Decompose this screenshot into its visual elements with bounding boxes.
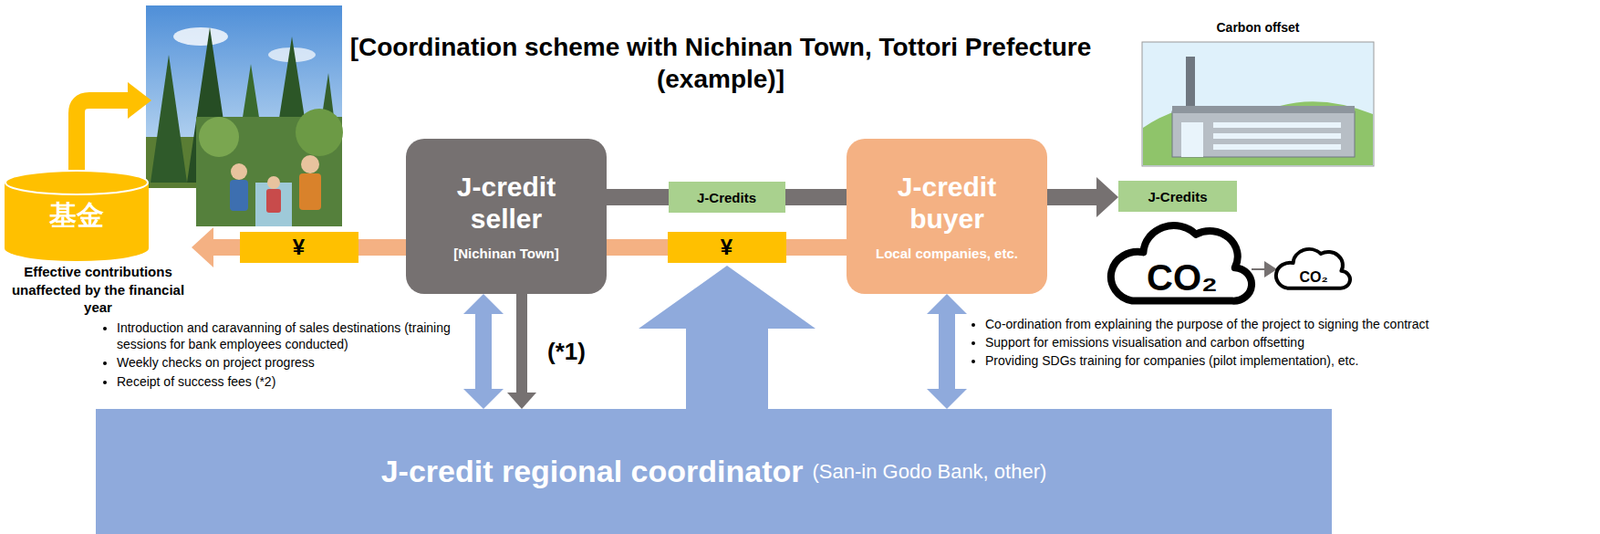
node-title: J-credit seller [433, 171, 580, 235]
fund-arrow-head [127, 82, 152, 119]
seller-box: J-credit seller [Nichinan Town] [405, 138, 607, 294]
node-subtitle: Local companies, etc. [875, 245, 1019, 261]
factory-frame [1142, 41, 1374, 167]
cloud-outline [1111, 225, 1252, 302]
node-subtitle: (San-in Godo Bank, other) [812, 459, 1048, 484]
cylinder-top [5, 170, 148, 195]
bullet-note: Support for emissions visualisation and … [985, 333, 1588, 351]
node-title: 基金 [4, 197, 149, 235]
node-title: J-credit regional coordinator [381, 453, 804, 489]
factory-window [1213, 122, 1341, 128]
node-subtitle: Effective contributions unaffected by th… [4, 262, 192, 317]
bullet-note: Introduction and caravanning of sales de… [116, 319, 455, 353]
photo-tree [150, 54, 188, 183]
photo-cloud [173, 27, 229, 46]
photo-foliage [295, 108, 343, 156]
factory-door [1181, 122, 1204, 157]
node-title: J-Credits [1147, 188, 1207, 205]
picture-caption: Carbon offset [1184, 20, 1331, 35]
flow-arrow [475, 313, 492, 389]
seller-support-list: Introduction and caravanning of sales de… [98, 319, 455, 392]
buyer-support-list: Co-ordination from explaining the purpos… [966, 315, 1588, 372]
cloud-outline [1276, 249, 1351, 289]
photo-person [301, 155, 320, 174]
fund-cylinder: 基金 Effective contributions unaffected by … [4, 169, 192, 317]
edge-label: ¥ [239, 231, 359, 263]
factory-roof [1172, 105, 1355, 114]
node-title: J-credit buyer [873, 171, 1020, 235]
flow-arrow [1251, 268, 1265, 271]
fund-arrow [76, 82, 152, 179]
buyer-box: J-credit buyerLocal companies, etc. [846, 138, 1048, 294]
factory-hills [1142, 101, 1373, 166]
co2-cloud: CO₂ [1112, 206, 1252, 309]
edge-label: (*1) [543, 335, 590, 368]
flow-arrow [1047, 188, 1097, 206]
node-title: CO₂ [1112, 259, 1252, 296]
photo-person [267, 176, 281, 189]
bullet-note: Providing SDGs training for companies (p… [985, 352, 1588, 369]
node-title: CO₂ [1277, 270, 1351, 285]
factory-picture [1142, 41, 1374, 167]
flow-arrow [516, 293, 528, 393]
diagram-title: [Coordination scheme with Nichinan Town,… [319, 31, 1123, 95]
photo-person [299, 173, 322, 210]
fund-arrow-shaft [76, 100, 128, 179]
photo-person [229, 179, 249, 211]
coordinator-band: J-credit regional coordinator (San-in God… [95, 408, 1332, 534]
photo-person [266, 188, 281, 213]
bullet-note: Co-ordination from explaining the purpos… [985, 315, 1588, 333]
photo-foliage [198, 116, 239, 157]
credit-tag: J-Credits [1118, 180, 1237, 212]
edge-label: ¥ [667, 231, 787, 263]
node-subtitle: [Nichinan Town] [453, 245, 560, 261]
edge-label: J-Credits [668, 181, 786, 213]
factory-window [1213, 144, 1341, 150]
support-arrow [638, 265, 816, 411]
photo-person [230, 163, 248, 180]
bullet-note: Weekly checks on project progress [116, 353, 455, 371]
factory-building [1172, 111, 1355, 157]
flow-arrow [938, 313, 956, 389]
factory-window [1213, 133, 1341, 139]
photo-stream [255, 182, 292, 227]
hiking-photo [196, 108, 343, 227]
co2-cloud-small: CO₂ [1277, 238, 1351, 292]
bullet-note: Receipt of success fees (*2) [116, 373, 455, 390]
